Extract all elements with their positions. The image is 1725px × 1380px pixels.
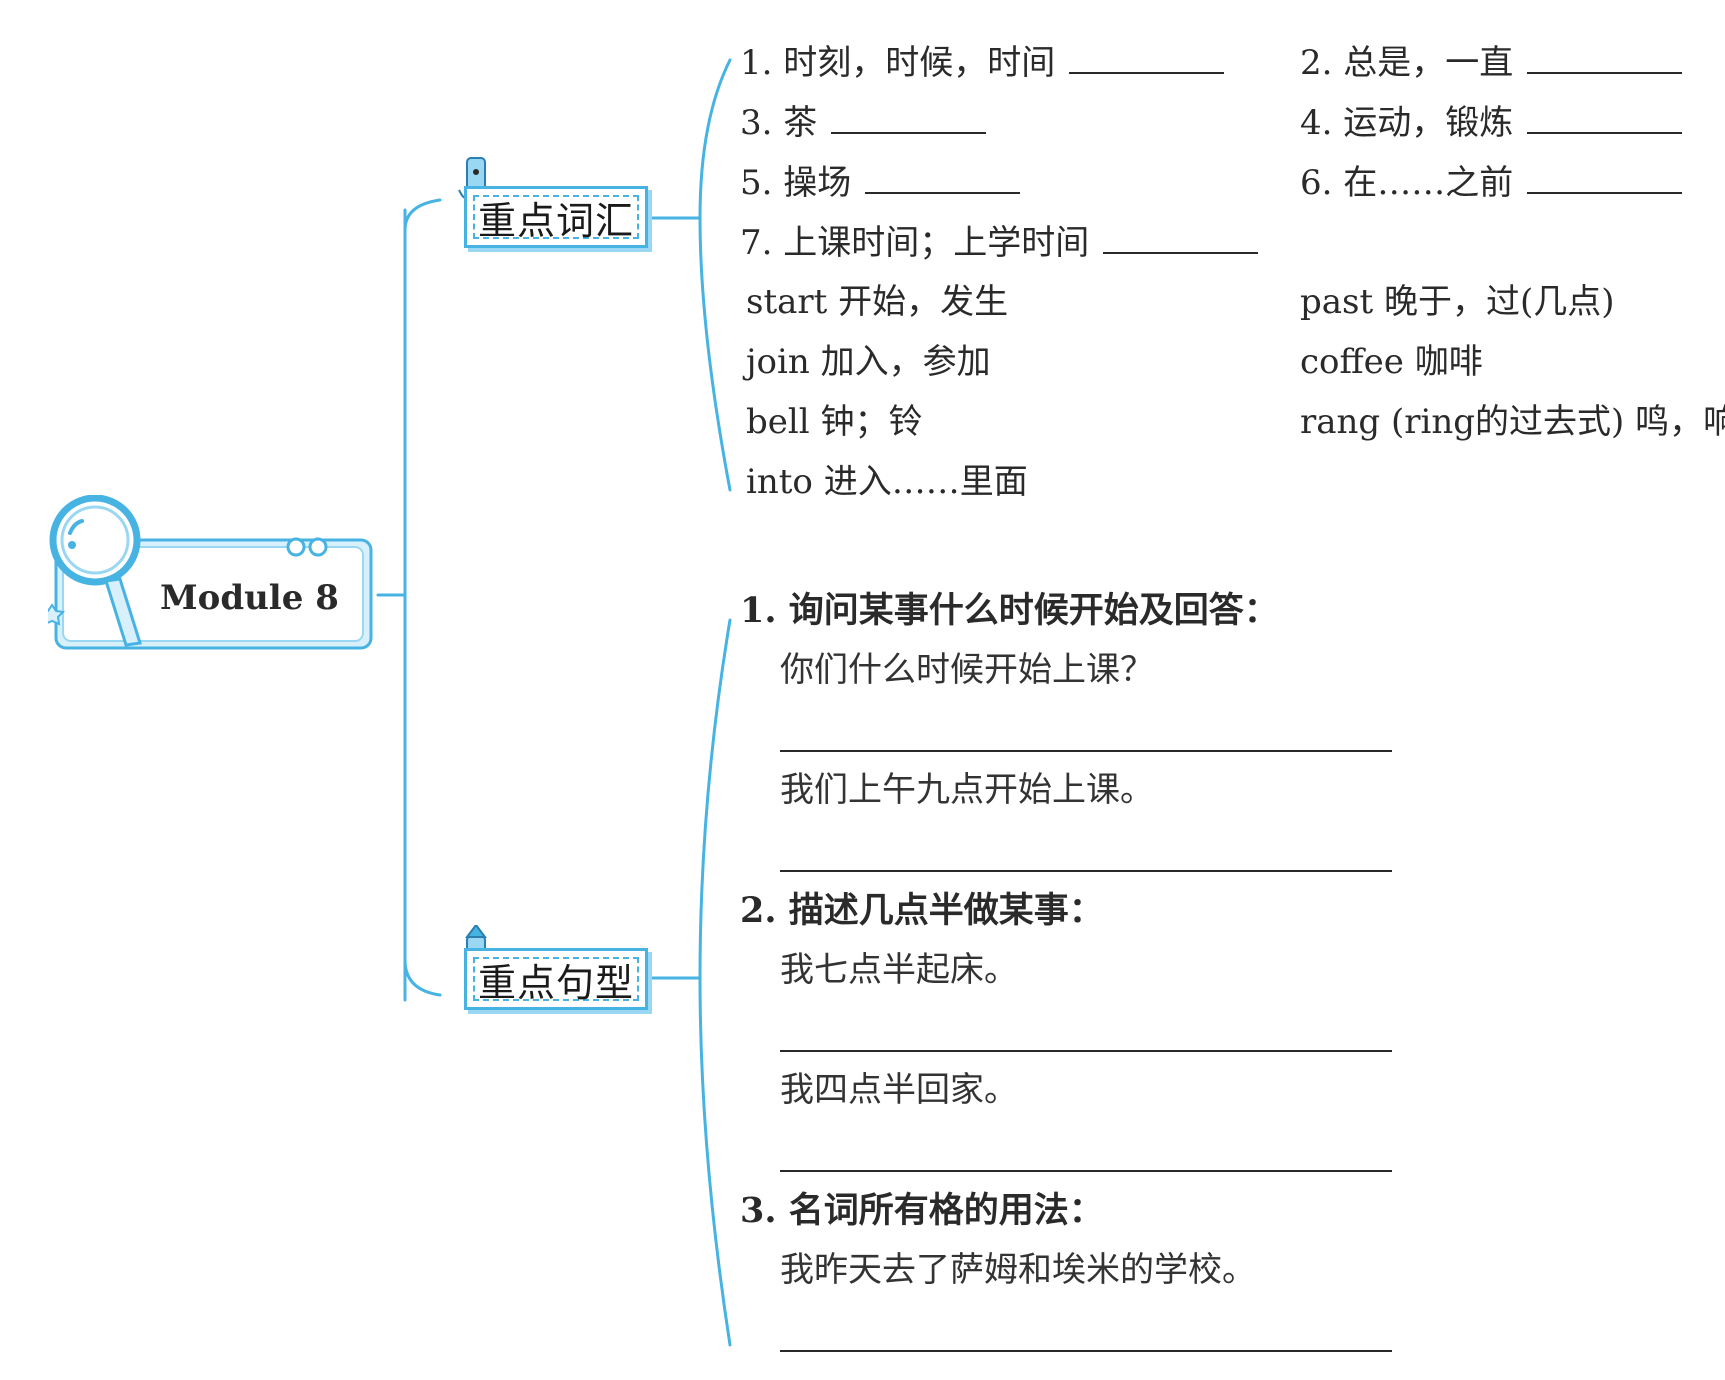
vocab-branch-connector: [405, 200, 440, 230]
vocab-fill-item: 6. 在……之前: [1300, 162, 1682, 204]
vocab-phrase: rang (ring的过去式) 鸣，响: [1300, 402, 1725, 443]
vocab-phrase: join 加入，参加: [746, 342, 991, 383]
vocab-fill-item: 3. 茶: [740, 102, 986, 144]
sentence-item: 你们什么时候开始上课？: [780, 650, 1154, 691]
answer-blank[interactable]: [1527, 102, 1682, 134]
answer-line[interactable]: [780, 870, 1392, 872]
answer-line[interactable]: [780, 1350, 1392, 1352]
sentence-item: 我昨天去了萨姆和埃米的学校。: [780, 1250, 1256, 1291]
sentence-bracket: [652, 620, 730, 1345]
vocab-fill-item: 1. 时刻，时候，时间: [740, 42, 1224, 84]
sentence-label: 重点句型: [478, 952, 634, 1007]
sentence-group-heading: 3. 名词所有格的用法：: [740, 1190, 1104, 1232]
sentence-label-box: 重点句型: [464, 948, 648, 1010]
sentence-item: 我七点半起床。: [780, 950, 1018, 991]
sentence-branch-connector: [405, 960, 440, 995]
sentence-group-heading: 1. 询问某事什么时候开始及回答：: [740, 590, 1279, 632]
magnifying-glass-icon: [48, 498, 371, 648]
sentence-item: 我们上午九点开始上课。: [780, 770, 1154, 811]
answer-blank[interactable]: [1527, 162, 1682, 194]
vocabulary-label-box: 重点词汇: [464, 186, 648, 248]
vocab-phrase: into 进入……里面: [746, 462, 1028, 503]
answer-line[interactable]: [780, 1050, 1392, 1052]
sentence-group-heading: 2. 描述几点半做某事：: [740, 890, 1104, 932]
vocab-phrase: bell 钟；铃: [746, 402, 922, 443]
vocab-phrase: start 开始，发生: [746, 282, 1008, 323]
vocab-fill-item: 4. 运动，锻炼: [1300, 102, 1682, 144]
sentence-item: 我四点半回家。: [780, 1070, 1018, 1111]
vocab-phrase: past 晚于，过(几点): [1300, 282, 1614, 323]
answer-line[interactable]: [780, 1170, 1392, 1172]
answer-line[interactable]: [780, 750, 1392, 752]
answer-blank[interactable]: [1103, 222, 1258, 254]
module-title: Module 8: [160, 578, 339, 618]
trunk-connector: [378, 210, 405, 1000]
answer-blank[interactable]: [865, 162, 1020, 194]
vocab-fill-item: 2. 总是，一直: [1300, 42, 1682, 84]
vocab-bracket: [652, 60, 730, 490]
answer-blank[interactable]: [831, 102, 986, 134]
vocab-phrase: coffee 咖啡: [1300, 342, 1483, 383]
vocab-fill-item: 5. 操场: [740, 162, 1020, 204]
vocab-fill-item: 7. 上课时间；上学时间: [740, 222, 1258, 264]
answer-blank[interactable]: [1527, 42, 1682, 74]
vocabulary-label: 重点词汇: [478, 190, 634, 245]
answer-blank[interactable]: [1069, 42, 1224, 74]
